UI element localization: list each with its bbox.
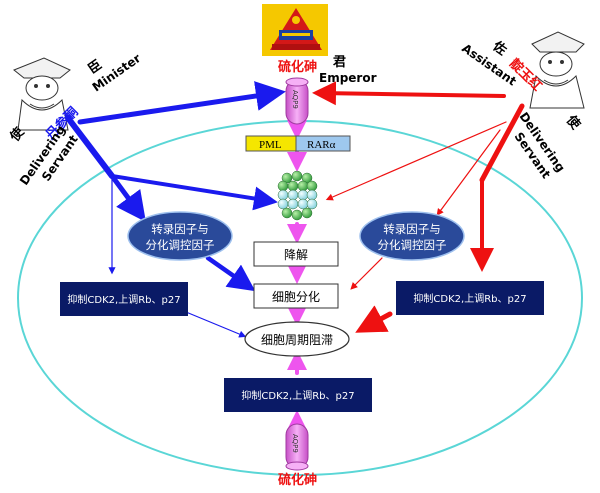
red-arrow-to-tf: [436, 129, 501, 216]
aqp9-channel-bottom: AQP9: [285, 423, 309, 471]
assistant-cn-label: 佐: [489, 38, 510, 59]
differentiation-label: 细胞分化: [272, 290, 320, 304]
tf-left-line1: 转录因子与: [151, 222, 209, 236]
blue-arrow-to-tf: [109, 173, 146, 223]
blue-arrow-to-aqp9: [77, 81, 286, 125]
red-arrow-to-aqp9: [312, 81, 506, 106]
differentiation-box: 细胞分化: [253, 283, 339, 309]
emperor-cn-label: 君: [333, 55, 346, 70]
red-arrow-tf-to-diff: [350, 257, 383, 290]
emperor-crown-icon: [262, 4, 328, 56]
rara-box: [295, 135, 351, 152]
cdk-box-right: 抑制CDK2,上调Rb、p27: [396, 281, 544, 315]
tf-right-line1: 转录因子与: [383, 222, 441, 236]
pml-label: PML: [259, 139, 282, 151]
blue-arrow-to-proteasome: [110, 174, 278, 211]
cdk-box-left: 抑制CDK2,上调Rb、p27: [60, 282, 188, 316]
blue-arrow-main: [65, 115, 115, 179]
proteasome-icon: [277, 170, 318, 221]
minister-figure-icon: [13, 57, 71, 131]
arrest-label: 细胞周期阻滞: [261, 333, 333, 347]
rara-label: RARα: [307, 139, 336, 151]
tf-left-line2: 分化调控因子: [146, 238, 215, 252]
degradation-label: 降解: [284, 248, 308, 262]
cdk-left-label: 抑制CDK2,上调Rb、p27: [67, 293, 180, 306]
blue-arrow-tf-to-diff: [205, 255, 256, 292]
blue-arrow-cdk-to-arrest: [185, 311, 247, 338]
cell-cycle-arrest-oval: 细胞周期阻滞: [244, 321, 350, 357]
red-arrow-cdk-to-arrest: [355, 305, 393, 333]
cdk-right-label: 抑制CDK2,上调Rb、p27: [413, 292, 526, 305]
aqp9-channel-top: AQP9: [285, 77, 309, 125]
tf-oval-right: 转录因子与 分化调控因子: [359, 211, 465, 261]
cdk-bottom-label: 抑制CDK2,上调Rb、p27: [241, 389, 354, 402]
drug-bottom-label: 硫化砷: [278, 472, 317, 488]
aqp9-top-label: AQP9: [291, 90, 299, 109]
aqp9-bottom-label: AQP9: [291, 434, 299, 453]
assistant-figure-icon: [529, 31, 585, 109]
tf-right-line2: 分化调控因子: [378, 238, 447, 252]
red-arrow-main: [479, 103, 525, 183]
cdk-box-bottom: 抑制CDK2,上调Rb、p27: [224, 378, 372, 412]
degradation-box: 降解: [253, 241, 339, 267]
tf-oval-left: 转录因子与 分化调控因子: [127, 211, 233, 261]
red-arrows: [312, 81, 525, 333]
blue-arrows: [65, 81, 286, 338]
emperor-en-label: Emperor: [319, 71, 377, 85]
drug-top-label: 硫化砷: [278, 59, 317, 75]
servant-right-cn: 使: [562, 112, 584, 134]
red-arrow-to-proteasome: [325, 121, 507, 201]
pml-rara-fusion: PML RARα: [245, 135, 351, 152]
